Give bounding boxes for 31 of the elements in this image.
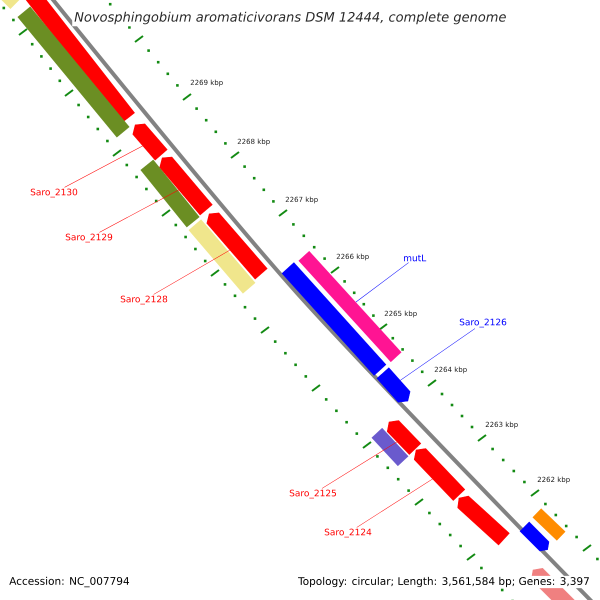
gene-block <box>414 448 466 501</box>
leader-line <box>400 328 476 381</box>
title: Novosphingobium aromaticivorans DSM 12444, complete genome <box>72 10 508 26</box>
gene-block <box>376 368 410 402</box>
gene-label: Saro_2128 <box>120 296 168 304</box>
gene-label: Saro_2126 <box>460 318 506 328</box>
leader-line <box>64 146 143 188</box>
gene-block <box>386 420 422 455</box>
gene-block <box>520 522 550 552</box>
gene-bar <box>282 262 386 376</box>
gene-bar <box>188 220 256 294</box>
leader-line <box>153 250 230 295</box>
genome-info-text: Topology: circular; Length: 3,561,584 bp; Genes: 3,397 <box>297 576 591 588</box>
gene-label: Saro_2130 <box>30 188 78 198</box>
gene-label: Saro_2124 <box>324 528 372 538</box>
gene-block <box>159 156 213 216</box>
leader-line <box>99 190 179 233</box>
gene-block <box>457 496 510 546</box>
gene-bar <box>298 251 402 362</box>
gene-bar <box>140 160 200 228</box>
gene-block <box>132 124 168 160</box>
gene-bar <box>532 508 566 541</box>
leader-line <box>356 478 433 528</box>
gene-bar <box>372 428 408 466</box>
gene-label: Saro_2125 <box>290 490 336 498</box>
leader-line <box>322 442 398 489</box>
gene-block <box>206 212 268 280</box>
gene-bar <box>0 0 20 9</box>
accession-text: Accession: NC_007794 <box>8 576 131 588</box>
gene-label: Saro_2129 <box>66 234 112 242</box>
gene-label: mutL <box>404 254 426 262</box>
